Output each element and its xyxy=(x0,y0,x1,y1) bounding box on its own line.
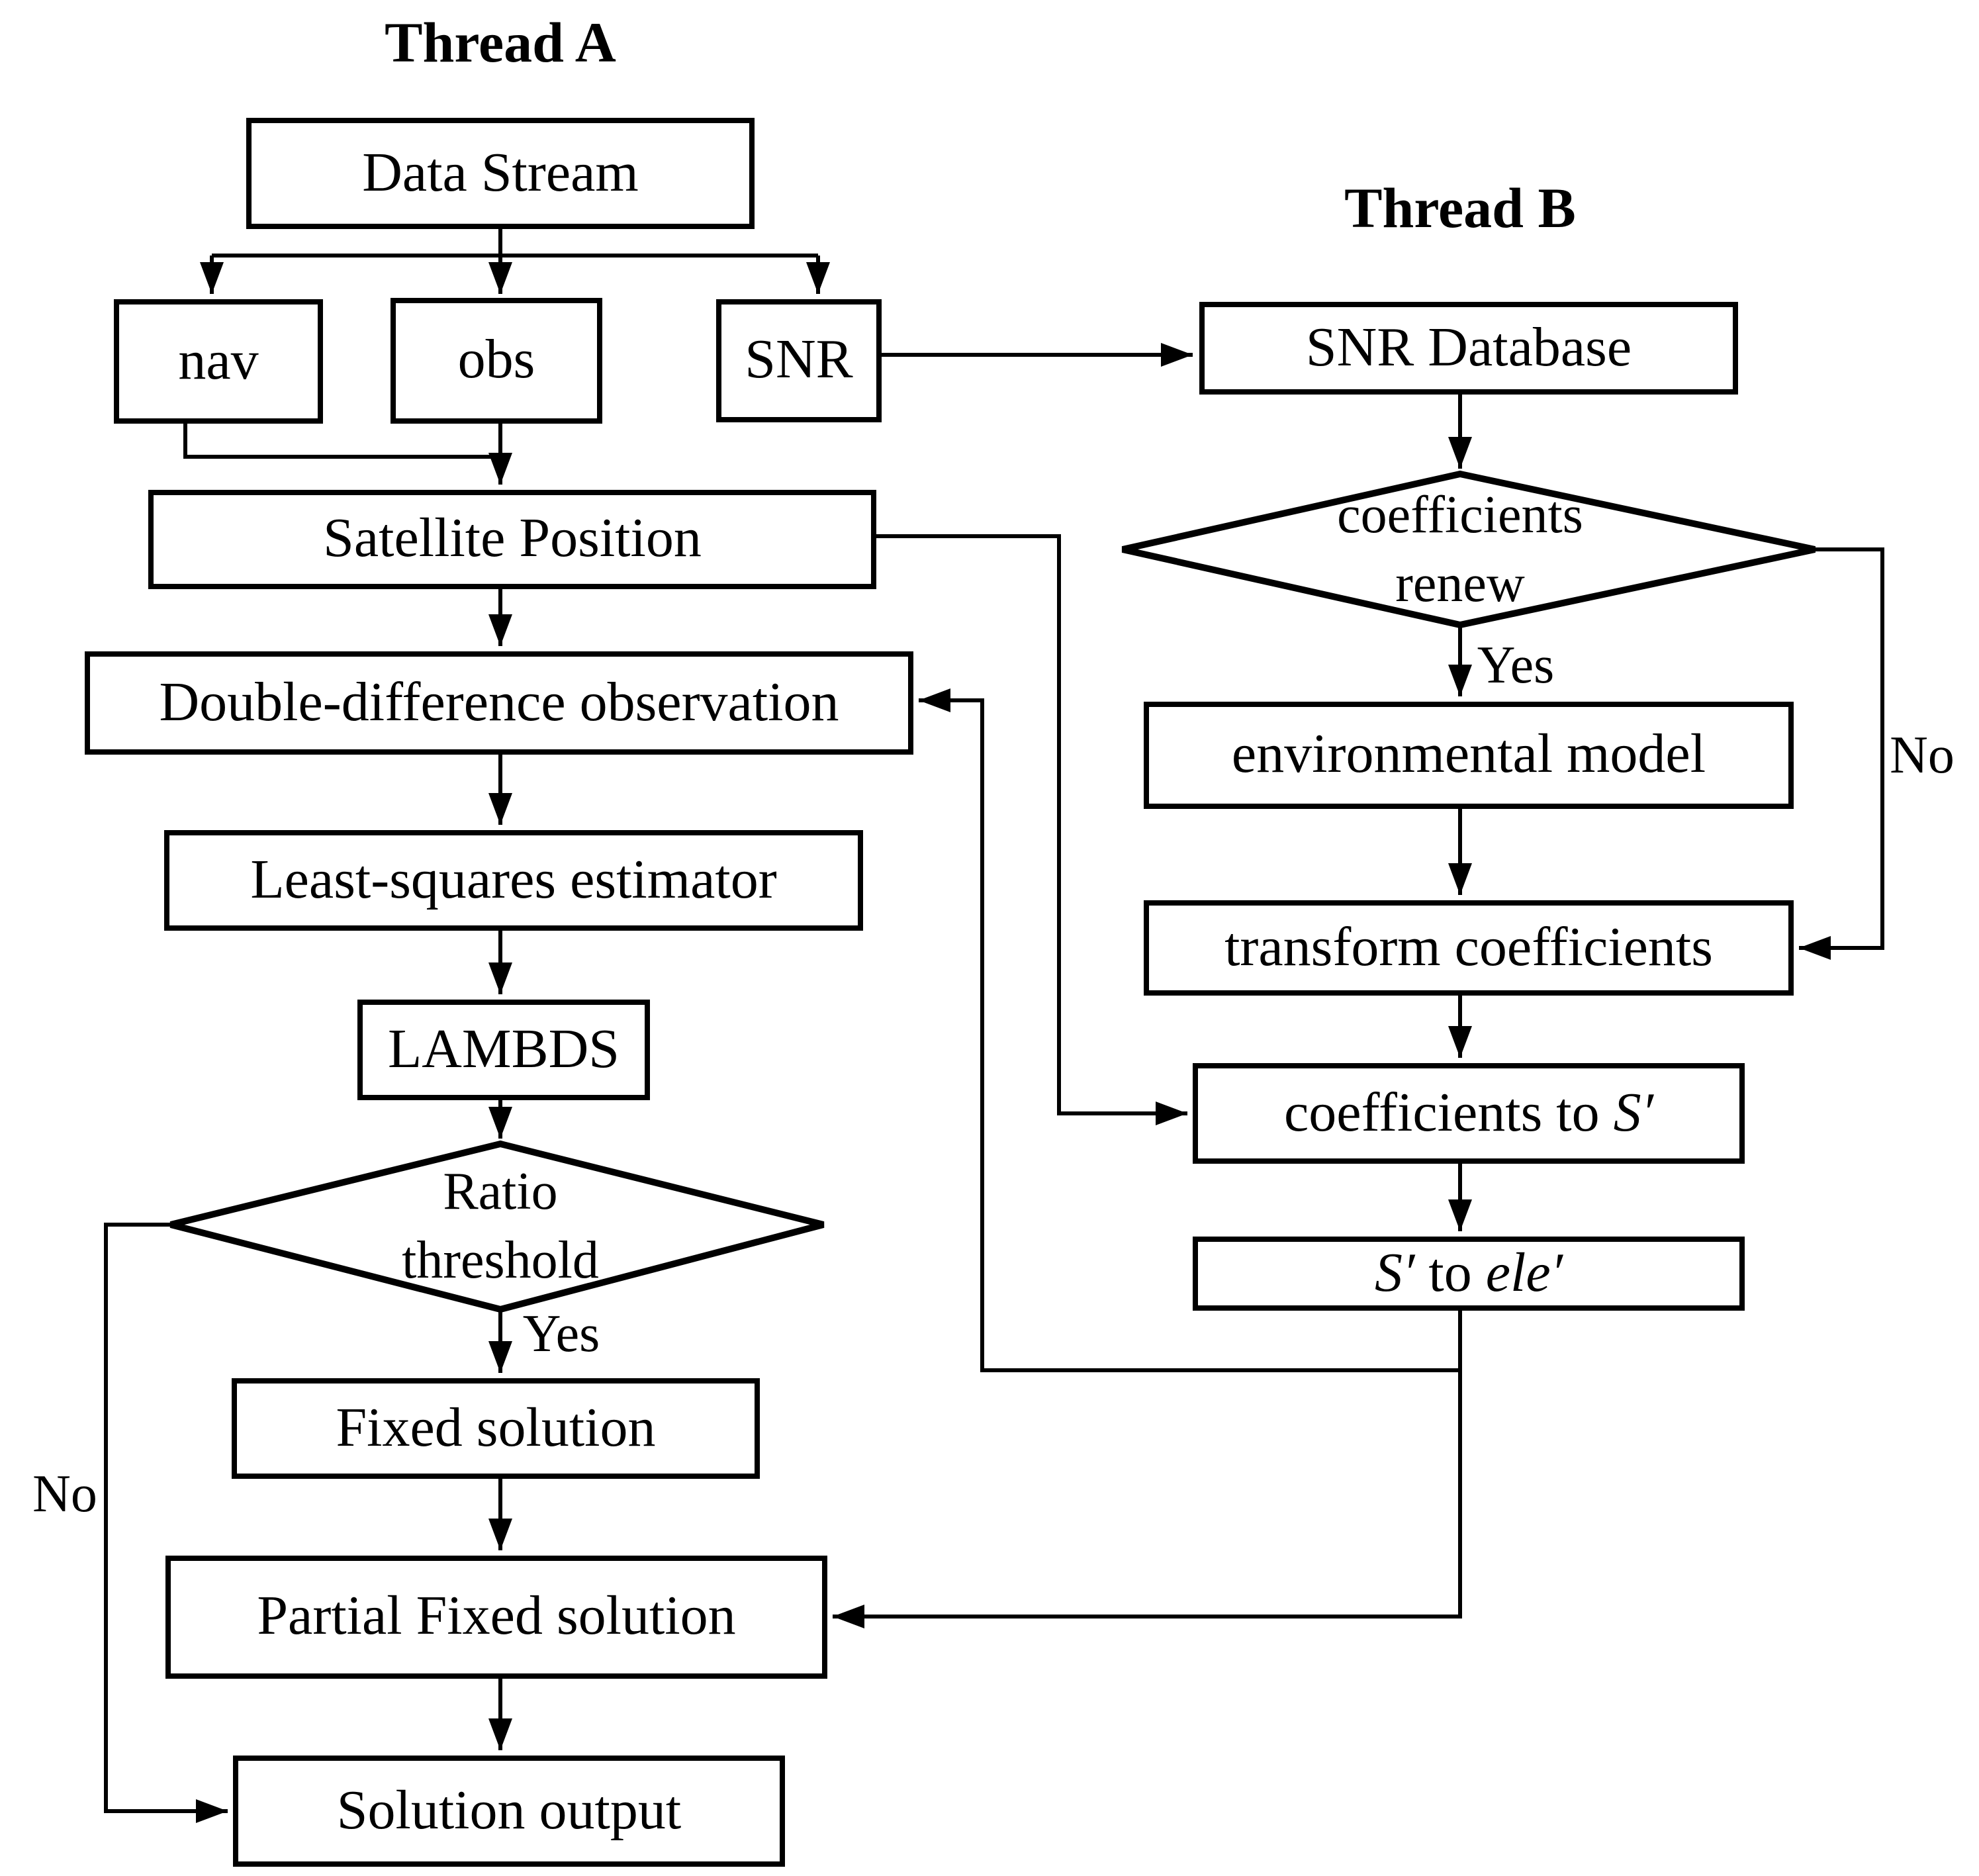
node-snr: SNR xyxy=(716,299,882,422)
label-ratio-yes: Yes xyxy=(522,1303,600,1363)
edge-ratio-no-output xyxy=(104,1223,228,1823)
node-environmental-model: environmental model xyxy=(1144,702,1794,809)
node-data-stream: Data Stream xyxy=(246,118,755,229)
edge-sele-ddo-feedback xyxy=(919,688,1460,1372)
node-nav: nav xyxy=(114,299,323,424)
node-partial-fixed-solution: Partial Fixed solution xyxy=(165,1556,827,1679)
decision-coefficients-renew xyxy=(1121,470,1816,629)
node-ratio-threshold-label: Ratio threshold xyxy=(402,1157,599,1295)
coeff-to-s-prefix: coefficients to xyxy=(1284,1082,1614,1144)
node-coefficients-renew-label: coefficients renew xyxy=(1337,481,1583,618)
node-s-prime-to-ele-prime: S′ to ele′ xyxy=(1193,1237,1745,1311)
node-obs: obs xyxy=(391,298,602,424)
node-least-squares-estimator: Least-squares estimator xyxy=(164,830,863,931)
node-solution-output: Solution output xyxy=(233,1756,785,1867)
edge-nav-merge xyxy=(183,424,502,459)
coeff-to-s-sprime: S′ xyxy=(1613,1082,1653,1144)
edge-sele-partial xyxy=(833,1311,1462,1628)
node-lambds: LAMBDS xyxy=(357,1000,650,1100)
label-renew-no: No xyxy=(1890,725,1955,784)
thread-b-title: Thread B xyxy=(1344,178,1576,240)
node-coefficients-to-s-prime: coefficients to S′ xyxy=(1193,1063,1745,1164)
renew-line-2: renew xyxy=(1395,553,1525,613)
ratio-line-1: Ratio xyxy=(443,1161,558,1221)
sele-sprime: S′ xyxy=(1375,1243,1415,1304)
decision-ratio-threshold xyxy=(169,1140,825,1313)
sele-to: to xyxy=(1414,1243,1486,1304)
node-satellite-position: Satellite Position xyxy=(148,490,876,589)
node-double-difference-observation: Double-difference observation xyxy=(85,651,913,755)
label-renew-yes: Yes xyxy=(1477,635,1555,694)
sele-eleprime: ele′ xyxy=(1485,1243,1563,1304)
thread-a-title: Thread A xyxy=(385,13,616,75)
node-transform-coefficients: transform coefficients xyxy=(1144,900,1794,996)
ratio-line-2: threshold xyxy=(402,1230,599,1290)
edge-renew-no-transform xyxy=(1799,547,1884,960)
renew-line-1: coefficients xyxy=(1337,485,1583,544)
label-ratio-no: No xyxy=(32,1464,97,1523)
edge-satpos-coeffs xyxy=(876,534,1187,1125)
node-snr-database: SNR Database xyxy=(1199,302,1738,395)
node-fixed-solution: Fixed solution xyxy=(232,1378,760,1479)
